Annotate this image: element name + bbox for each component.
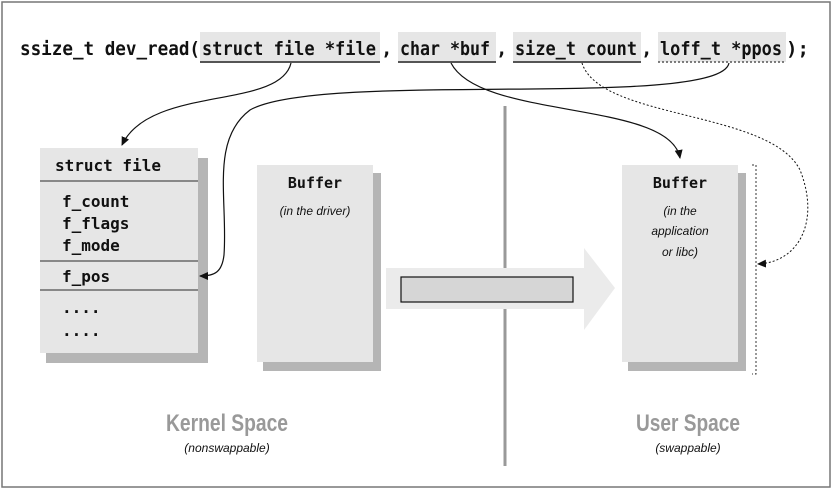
count-arrow: [581, 62, 809, 268]
user-buffer-note: (in the: [663, 204, 697, 218]
kernel-space-subtitle: (nonswappable): [184, 441, 269, 455]
param-count: size_t count: [515, 38, 637, 60]
struct-file-title: struct file: [55, 156, 161, 175]
user-space-subtitle: (swappable): [655, 441, 720, 455]
field-f-count: f_count: [62, 192, 129, 211]
user-buffer-note: or libc): [662, 245, 698, 259]
struct-file-box: [40, 148, 208, 363]
param-file: struct file *file: [202, 38, 376, 60]
param-ppos: loff_t *ppos: [660, 38, 782, 60]
comma: ,: [381, 38, 392, 60]
copy-arrow: [386, 248, 615, 330]
comma: ,: [496, 38, 507, 60]
param-boxes: [200, 32, 786, 63]
buf-arrow: [450, 62, 683, 159]
field-f-pos: f_pos: [62, 267, 110, 286]
signature-prefix: ssize_t dev_read(: [20, 38, 200, 60]
user-buffer-title: Buffer: [653, 174, 707, 192]
kernel-buffer-note: (in the driver): [280, 204, 351, 218]
kernel-buffer-title: Buffer: [288, 174, 342, 192]
kernel-buffer-box: [257, 165, 381, 371]
ellipsis: ....: [62, 298, 101, 317]
comma: ,: [641, 38, 652, 60]
param-buf: char *buf: [400, 38, 490, 60]
user-buffer-note: application: [651, 224, 709, 238]
user-space-label: User Space: [636, 410, 740, 437]
ellipsis: ....: [62, 321, 101, 340]
user-buffer-box: [622, 164, 757, 375]
kernel-space-label: Kernel Space: [166, 410, 288, 437]
field-f-mode: f_mode: [62, 236, 120, 255]
signature-suffix: );: [786, 38, 809, 60]
field-f-flags: f_flags: [62, 214, 129, 233]
ppos-arrow: [199, 62, 730, 280]
file-arrow: [121, 62, 292, 146]
